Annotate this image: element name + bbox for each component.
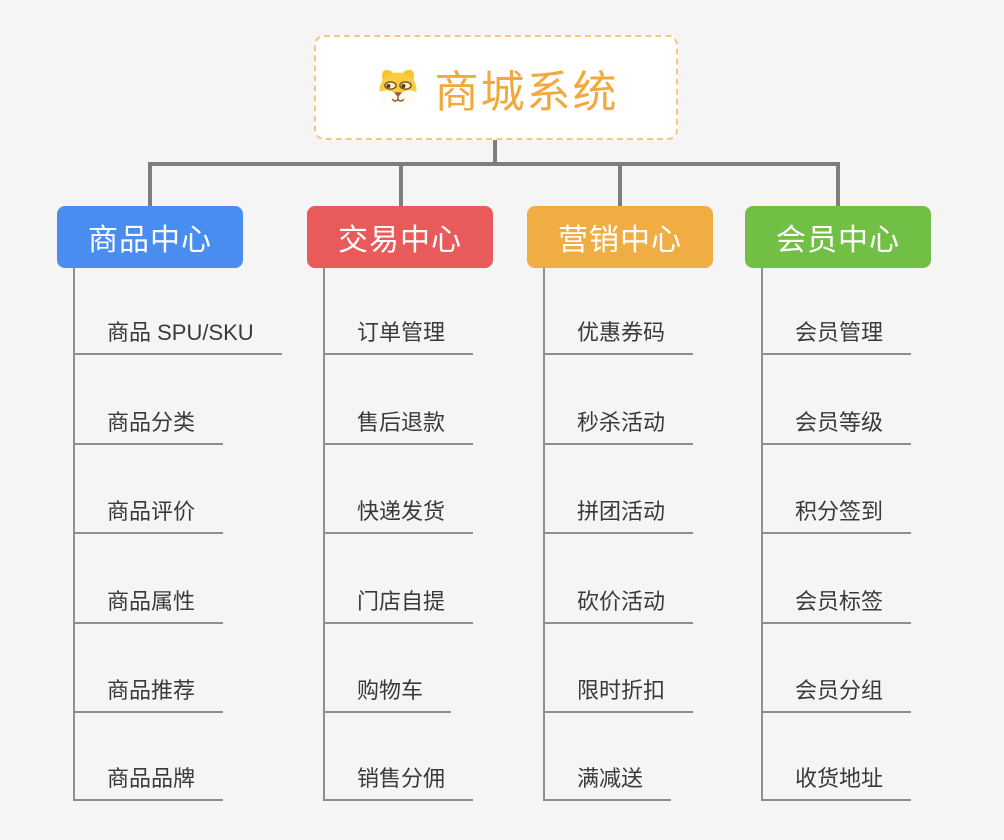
topic-item-label: 砍价活动 xyxy=(577,589,666,614)
root-node-label: 商城系统 xyxy=(434,67,619,117)
connector-root-stem xyxy=(493,139,497,166)
root-node[interactable]: 商城系统 xyxy=(314,35,678,140)
topic-item-label: 会员等级 xyxy=(795,410,884,435)
topic-item-label: 会员分组 xyxy=(795,678,884,703)
topic-item[interactable]: 销售分佣 xyxy=(323,765,474,801)
connector-drop-product-center xyxy=(148,164,152,207)
topic-item[interactable]: 商品 SPU/SKU xyxy=(73,319,282,355)
topic-item-label: 销售分佣 xyxy=(357,766,446,791)
topic-item[interactable]: 商品分类 xyxy=(73,409,224,445)
connector-spine xyxy=(761,268,763,801)
topic-item[interactable]: 订单管理 xyxy=(323,319,474,355)
connector-spine xyxy=(543,268,545,801)
topic-item[interactable]: 限时折扣 xyxy=(543,677,694,713)
topic-item-label: 商品评价 xyxy=(107,499,196,524)
topic-item[interactable]: 积分签到 xyxy=(761,498,912,534)
connector-horizontal-bar xyxy=(148,162,840,166)
topic-item[interactable]: 商品评价 xyxy=(73,498,224,534)
branch-node-marketing-center[interactable]: 营销中心 xyxy=(527,206,713,268)
dog-face-icon xyxy=(379,69,416,108)
topic-item-label: 优惠券码 xyxy=(577,320,666,345)
topic-item-label: 限时折扣 xyxy=(577,678,666,703)
topic-item-label: 订单管理 xyxy=(357,320,446,345)
topic-item[interactable]: 砍价活动 xyxy=(543,588,694,624)
topic-item-label: 售后退款 xyxy=(357,410,446,435)
topic-item-label: 商品分类 xyxy=(107,410,196,435)
connector-drop-member-center xyxy=(836,164,840,207)
topic-item[interactable]: 拼团活动 xyxy=(543,498,694,534)
branch-label: 营销中心 xyxy=(558,224,682,257)
topic-item[interactable]: 优惠券码 xyxy=(543,319,694,355)
branch-label: 商品中心 xyxy=(88,224,212,257)
topic-item-label: 积分签到 xyxy=(795,499,884,524)
topic-item[interactable]: 会员标签 xyxy=(761,588,912,624)
topic-item-label: 满减送 xyxy=(577,766,644,791)
topic-item[interactable]: 购物车 xyxy=(323,677,452,713)
topic-item-label: 秒杀活动 xyxy=(577,410,666,435)
topic-item[interactable]: 商品推荐 xyxy=(73,677,224,713)
topic-item-label: 商品推荐 xyxy=(107,678,196,703)
topic-item-label: 收货地址 xyxy=(795,766,884,791)
topic-item[interactable]: 商品属性 xyxy=(73,588,224,624)
topic-item-label: 快递发货 xyxy=(357,499,446,524)
topic-item[interactable]: 满减送 xyxy=(543,765,672,801)
topic-item-label: 会员管理 xyxy=(795,320,884,345)
topic-item[interactable]: 快递发货 xyxy=(323,498,474,534)
topic-item[interactable]: 会员管理 xyxy=(761,319,912,355)
branch-label: 会员中心 xyxy=(776,224,900,257)
topic-item-label: 商品品牌 xyxy=(107,766,196,791)
topic-item[interactable]: 商品品牌 xyxy=(73,765,224,801)
topic-item[interactable]: 秒杀活动 xyxy=(543,409,694,445)
topic-item[interactable]: 收货地址 xyxy=(761,765,912,801)
topic-item-label: 门店自提 xyxy=(357,589,446,614)
topic-item-label: 会员标签 xyxy=(795,589,884,614)
connector-spine xyxy=(73,268,75,801)
topic-item-label: 商品属性 xyxy=(107,589,196,614)
topic-item[interactable]: 售后退款 xyxy=(323,409,474,445)
branch-node-member-center[interactable]: 会员中心 xyxy=(745,206,931,268)
topic-item[interactable]: 门店自提 xyxy=(323,588,474,624)
branch-node-trade-center[interactable]: 交易中心 xyxy=(307,206,493,268)
topic-item-label: 拼团活动 xyxy=(577,499,666,524)
branch-label: 交易中心 xyxy=(338,224,462,257)
branch-node-product-center[interactable]: 商品中心 xyxy=(57,206,243,268)
topic-item-label: 商品 SPU/SKU xyxy=(107,320,254,345)
topic-item[interactable]: 会员分组 xyxy=(761,677,912,713)
connector-spine xyxy=(323,268,325,801)
topic-item[interactable]: 会员等级 xyxy=(761,409,912,445)
connector-drop-marketing-center xyxy=(618,164,622,207)
connector-drop-trade-center xyxy=(399,164,403,207)
topic-item-label: 购物车 xyxy=(357,678,424,703)
